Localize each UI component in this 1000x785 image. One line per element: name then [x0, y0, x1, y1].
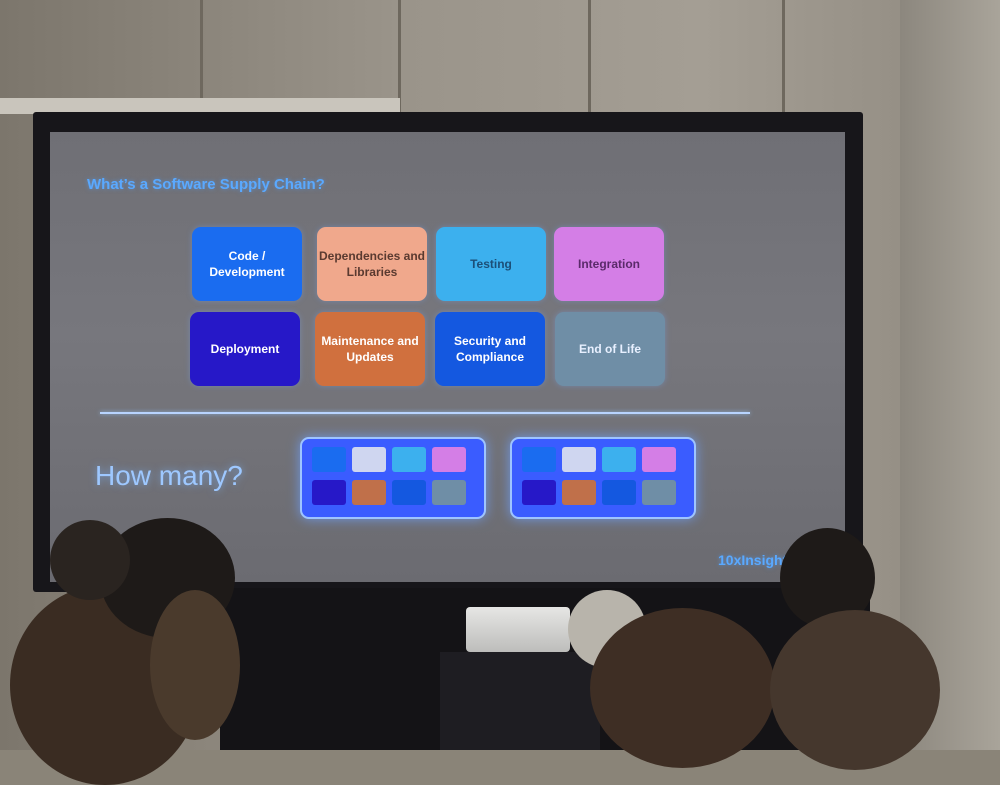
mini-stage-swatch — [562, 447, 596, 472]
mini-grid-right — [510, 437, 696, 519]
wall-panel-seam — [782, 0, 785, 120]
audience-head — [50, 520, 130, 600]
mini-stage-swatch — [352, 480, 386, 505]
brand-logo-text: 10xInsight — [718, 552, 788, 568]
mini-stage-swatch — [392, 447, 426, 472]
mini-stage-swatch — [522, 447, 556, 472]
slide-divider — [100, 412, 750, 414]
mini-stage-swatch — [642, 480, 676, 505]
stage-box-4: Integration — [554, 227, 664, 301]
mini-grid-left — [300, 437, 486, 519]
mini-stage-swatch — [432, 447, 466, 472]
audience-head — [150, 590, 240, 740]
mini-stage-swatch — [562, 480, 596, 505]
mini-stage-swatch — [642, 447, 676, 472]
mini-stage-swatch — [392, 480, 426, 505]
mini-stage-swatch — [352, 447, 386, 472]
stage-box-8: End of Life — [555, 312, 665, 386]
audience-head — [590, 608, 775, 768]
stage-box-2: Dependencies and Libraries — [317, 227, 427, 301]
wall-panel-seam — [398, 0, 401, 120]
side-wall — [900, 0, 1000, 750]
wall-rail — [0, 98, 400, 114]
stage-box-5: Deployment — [190, 312, 300, 386]
mini-stage-swatch — [432, 480, 466, 505]
wall-panel-seam — [200, 0, 203, 120]
mini-stage-swatch — [522, 480, 556, 505]
mini-stage-swatch — [602, 480, 636, 505]
stage-box-1: Code / Development — [192, 227, 302, 301]
mini-stage-swatch — [312, 447, 346, 472]
mini-stage-swatch — [312, 480, 346, 505]
projector — [466, 607, 570, 652]
projector-cart — [440, 652, 600, 750]
slide-title: What’s a Software Supply Chain? — [87, 176, 325, 193]
stage-box-3: Testing — [436, 227, 546, 301]
stage-box-6: Maintenance and Updates — [315, 312, 425, 386]
how-many-question: How many? — [95, 460, 243, 491]
projected-slide: What’s a Software Supply Chain? Code / D… — [50, 132, 845, 582]
audience-head — [770, 610, 940, 770]
mini-stage-swatch — [602, 447, 636, 472]
stage-box-7: Security and Compliance — [435, 312, 545, 386]
wall-panel-seam — [588, 0, 591, 120]
